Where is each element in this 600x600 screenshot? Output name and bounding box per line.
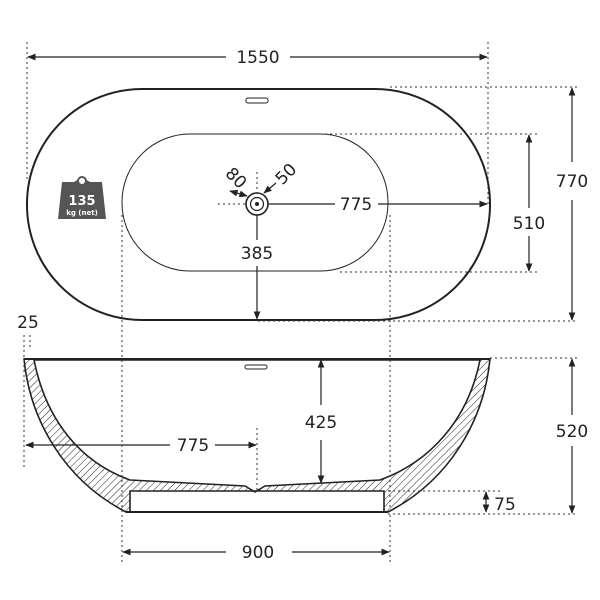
- weight-badge: 135 kg (net): [58, 176, 106, 219]
- overflow-slot: [245, 97, 269, 104]
- overflow-side: [244, 364, 268, 370]
- dim-line-80: [229, 189, 248, 198]
- dim-inner-depth: 425: [305, 413, 337, 433]
- dim-drain-to-end-side: 775: [177, 436, 209, 456]
- dim-rim-thickness: 25: [17, 313, 39, 333]
- dim-drain-offset-b: 50: [272, 160, 301, 189]
- weight-value: 135: [68, 194, 95, 209]
- tub-inner-basin: [121, 133, 389, 272]
- weight-icon: [58, 179, 106, 219]
- dim-drain-to-end-top: 775: [340, 195, 372, 215]
- dim-overall-length: 1550: [236, 48, 279, 68]
- dim-line-50: [263, 182, 277, 194]
- side-view: 25 425 775 520 75 900: [17, 215, 588, 565]
- dim-base-height: 75: [494, 495, 516, 515]
- dim-drain-to-side: 385: [241, 244, 273, 264]
- dim-drain-offset-a: 80: [221, 164, 250, 193]
- weight-unit: kg (net): [66, 209, 98, 217]
- dim-overall-width: 770: [556, 172, 588, 192]
- dim-overall-height: 520: [556, 422, 588, 442]
- dim-base-length: 900: [242, 543, 274, 563]
- tub-shell-section: [23, 358, 491, 513]
- drain-icon: [245, 192, 269, 216]
- tub-outer-rim: [26, 88, 491, 321]
- top-view: 135 kg (net) 1550 770 510 775 385: [26, 42, 588, 322]
- dim-inner-width: 510: [513, 214, 545, 234]
